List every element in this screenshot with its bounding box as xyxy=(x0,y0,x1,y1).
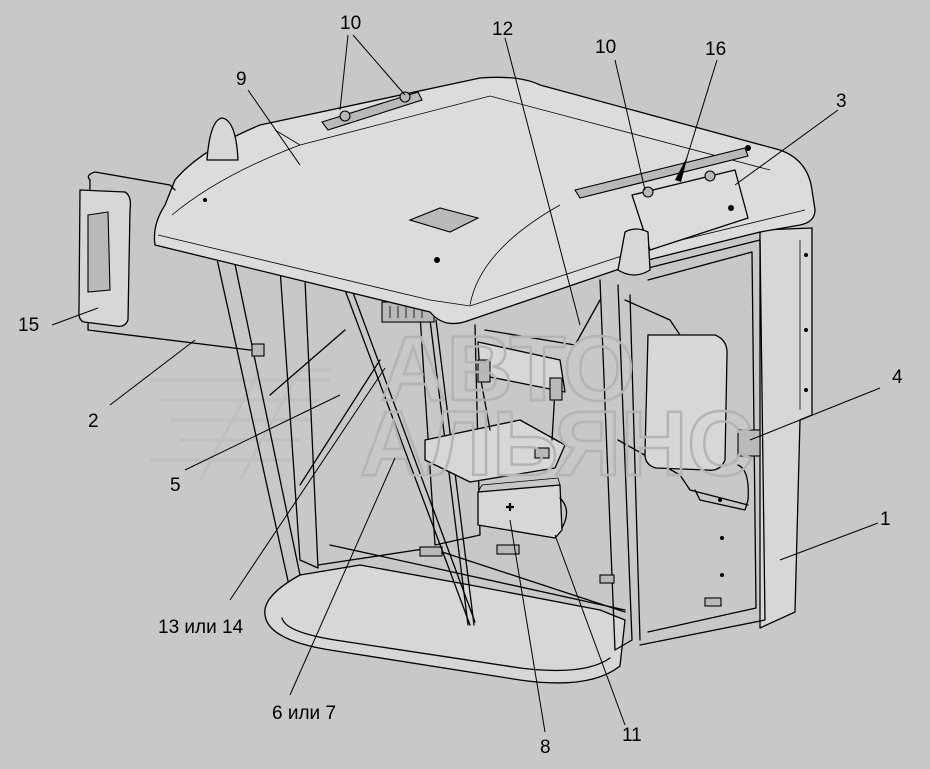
callout-8: 8 xyxy=(540,737,551,758)
svg-text:АЛЬЯНС: АЛЬЯНС xyxy=(360,393,754,495)
cab-roof xyxy=(153,76,816,325)
callout-10-right: 10 xyxy=(595,37,617,58)
right-mirror xyxy=(617,299,761,511)
callout-10-left: 10 xyxy=(340,13,362,34)
callout-1: 1 xyxy=(880,509,891,530)
callout-3: 3 xyxy=(836,91,847,112)
callout-2: 2 xyxy=(88,411,99,432)
callout-16: 16 xyxy=(705,39,727,60)
callout-6-or-7: 6 или 7 xyxy=(272,703,337,724)
svg-text:АВТО: АВТО xyxy=(380,318,635,420)
callout-15: 15 xyxy=(18,315,40,336)
callout-5: 5 xyxy=(170,475,181,496)
callout-12: 12 xyxy=(492,19,514,40)
callout-4: 4 xyxy=(892,367,903,388)
watermark-logo xyxy=(150,368,330,481)
leader-lines xyxy=(51,34,881,733)
seat xyxy=(424,341,566,483)
callout-11: 11 xyxy=(622,725,642,746)
left-mirror xyxy=(78,171,265,357)
watermark-text: АВТО АЛЬЯНС xyxy=(359,317,755,497)
callout-13-or-14: 13 или 14 xyxy=(158,617,244,638)
first-aid-kit xyxy=(477,477,568,539)
cab-body xyxy=(214,227,813,684)
callout-9: 9 xyxy=(236,69,247,90)
